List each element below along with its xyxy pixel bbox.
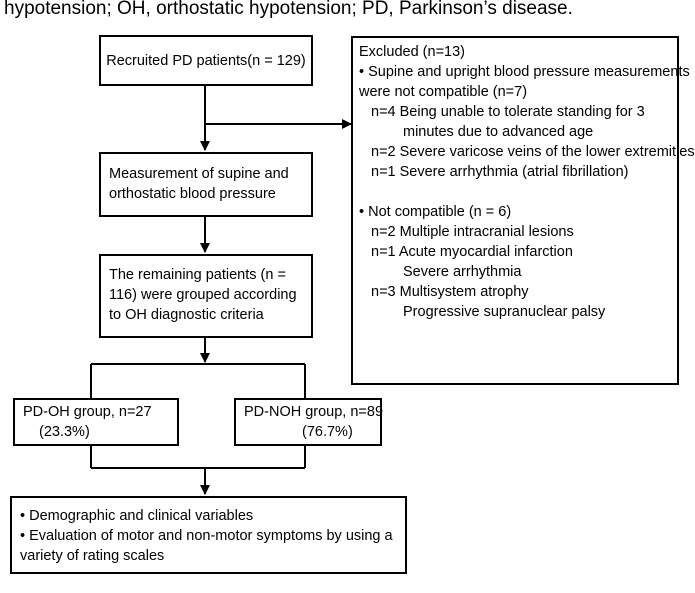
pd-oh-line-1: PD-OH group, n=27 bbox=[23, 404, 152, 420]
pd-noh-box: PD-NOH group, n=89 (76.7%) bbox=[234, 398, 384, 446]
excluded-group1-item-1-cont: minutes due to advanced age bbox=[403, 124, 594, 140]
remaining-box: The remaining patients (n = 116) were gr… bbox=[99, 254, 313, 338]
variables-line-3: variety of rating scales bbox=[20, 548, 165, 564]
excluded-group1-head-2: were not compatible (n=7) bbox=[359, 84, 528, 100]
excluded-spacer bbox=[359, 182, 671, 202]
remaining-line-3: to OH diagnostic criteria bbox=[109, 307, 264, 323]
variables-line-1: • Demographic and clinical variables bbox=[20, 508, 254, 524]
recruited-box: Recruited PD patients(n = 129) bbox=[99, 35, 313, 86]
remaining-line-2: 116) were grouped according bbox=[109, 287, 297, 303]
excluded-box: Excluded (n=13) • Supine and upright blo… bbox=[351, 36, 695, 385]
measurement-box: Measurement of supine and orthostatic bl… bbox=[99, 152, 313, 217]
measurement-line-2: orthostatic blood pressure bbox=[109, 186, 276, 202]
measurement-line-1: Measurement of supine and bbox=[109, 166, 289, 182]
figure-caption: hypotension; OH, orthostatic hypotension… bbox=[4, 0, 573, 19]
remaining-line-1: The remaining patients (n = bbox=[109, 267, 286, 283]
excluded-group1-item-1: n=4 Being unable to tolerate standing fo… bbox=[371, 104, 645, 120]
excluded-group1-head-1: • Supine and upright blood pressure meas… bbox=[359, 64, 690, 80]
recruited-label: Recruited PD patients(n = 129) bbox=[106, 52, 306, 69]
excluded-group2-item-3-cont: Progressive supranuclear palsy bbox=[403, 304, 606, 320]
excluded-group1-item-3: n=1 Severe arrhythmia (atrial fibrillati… bbox=[371, 164, 629, 180]
excluded-group2-item-2: n=1 Acute myocardial infarction bbox=[371, 244, 573, 260]
excluded-group2-item-3: n=3 Multisystem atrophy bbox=[371, 284, 529, 300]
excluded-group2-item-2-cont: Severe arrhythmia bbox=[403, 264, 522, 280]
pd-oh-line-2: (23.3%) bbox=[39, 424, 90, 440]
pd-noh-line-2: (76.7%) bbox=[302, 424, 353, 440]
excluded-group2-head: • Not compatible (n = 6) bbox=[359, 204, 512, 220]
pd-oh-box: PD-OH group, n=27 (23.3%) bbox=[13, 398, 179, 446]
excluded-group2-item-1: n=2 Multiple intracranial lesions bbox=[371, 224, 574, 240]
variables-box: • Demographic and clinical variables • E… bbox=[10, 496, 407, 574]
excluded-group1-item-2: n=2 Severe varicose veins of the lower e… bbox=[371, 144, 695, 160]
variables-line-2: • Evaluation of motor and non-motor symp… bbox=[20, 528, 393, 544]
excluded-title: Excluded (n=13) bbox=[359, 44, 465, 60]
pd-noh-line-1: PD-NOH group, n=89 bbox=[244, 404, 384, 420]
